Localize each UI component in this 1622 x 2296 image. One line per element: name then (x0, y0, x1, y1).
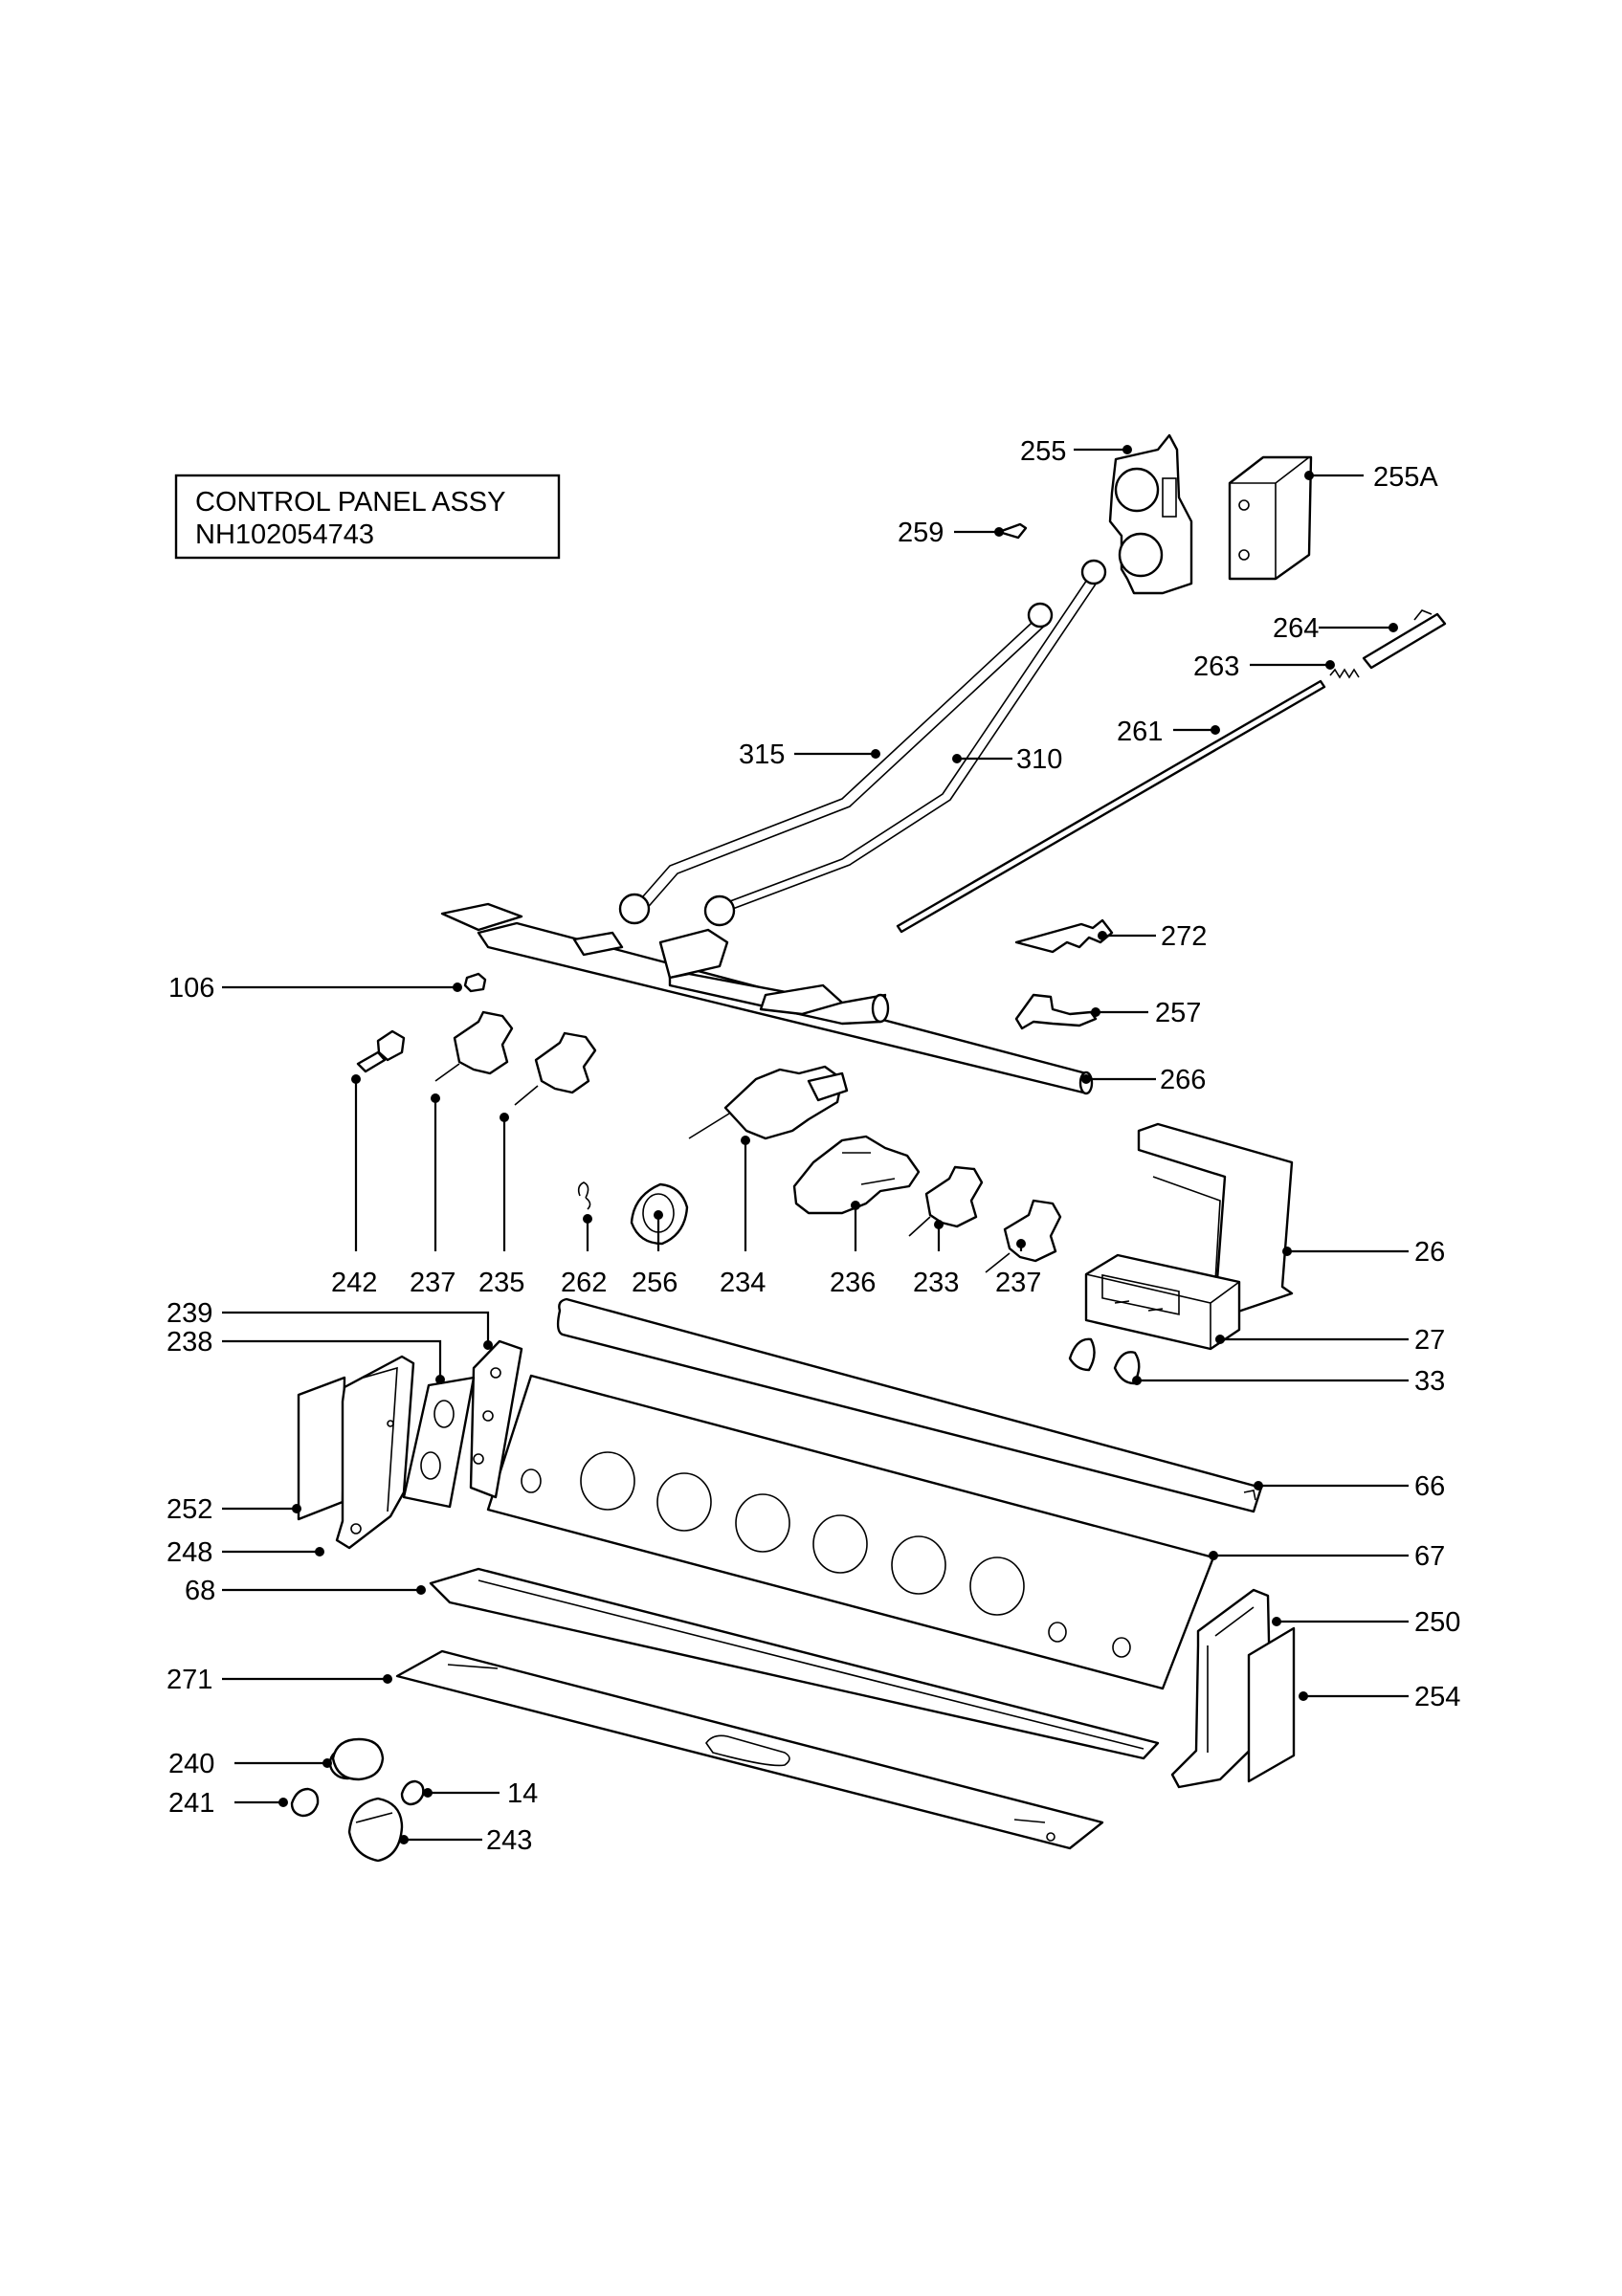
part-261-long-rod (896, 679, 1326, 934)
callout-106: 106 (168, 973, 214, 1004)
part-33-knob-b (1113, 1351, 1141, 1385)
callout-239: 239 (167, 1298, 212, 1329)
part-254-side-plate (1247, 1626, 1296, 1783)
part-67-control-panel (486, 1374, 1215, 1690)
part-255A-box (1228, 455, 1313, 581)
title-line-1: CONTROL PANEL ASSY (195, 487, 505, 518)
part-255-valve-body (1108, 433, 1193, 595)
callout-263: 263 (1193, 651, 1239, 682)
part-243-knob (347, 1797, 404, 1863)
callout-266: 266 (1160, 1065, 1206, 1095)
leaders (222, 445, 1409, 1844)
part-262-hook (577, 1181, 591, 1210)
callout-33: 33 (1414, 1366, 1445, 1397)
part-68-lower-strip (429, 1567, 1160, 1760)
callout-248: 248 (167, 1537, 212, 1568)
part-14-cap (400, 1779, 425, 1806)
callout-27: 27 (1414, 1325, 1445, 1356)
part-257-clip (1014, 993, 1098, 1030)
callout-262: 262 (561, 1268, 607, 1298)
part-266-gas-rail (440, 902, 1094, 1095)
callout-252: 252 (167, 1494, 212, 1525)
callout-238: 238 (167, 1327, 212, 1358)
callout-66: 66 (1414, 1471, 1445, 1502)
part-248-end-bracket (335, 1355, 415, 1550)
part-237-tap-left (434, 1010, 514, 1082)
part-252-side-plate (297, 1376, 346, 1521)
callout-255A: 255A (1373, 462, 1438, 493)
callout-234: 234 (720, 1268, 766, 1298)
part-241-cap (290, 1787, 320, 1818)
callout-241: 241 (168, 1788, 214, 1819)
callout-67: 67 (1414, 1541, 1445, 1572)
callout-233: 233 (913, 1268, 959, 1298)
callout-272: 272 (1161, 921, 1207, 952)
part-235-tap (514, 1031, 597, 1106)
callout-315: 315 (739, 740, 785, 770)
callout-257: 257 (1155, 998, 1201, 1028)
callout-labels: 255 255A 259 264 263 261 315 310 272 257… (167, 436, 1460, 1856)
callout-250: 250 (1414, 1607, 1460, 1638)
callout-14: 14 (507, 1778, 538, 1809)
callout-237-right: 237 (995, 1268, 1041, 1298)
part-315-tube (618, 602, 1054, 925)
callout-26: 26 (1414, 1237, 1445, 1268)
part-250-end-bracket (1170, 1588, 1273, 1789)
part-264-rod (1362, 609, 1447, 670)
title-line-2: NH102054743 (195, 519, 374, 550)
part-66-top-strip (556, 1297, 1263, 1513)
callout-256: 256 (632, 1268, 678, 1298)
callout-261: 261 (1117, 717, 1163, 747)
callout-259: 259 (898, 518, 944, 548)
callout-264: 264 (1273, 613, 1319, 644)
callout-271: 271 (167, 1665, 212, 1695)
part-242-thermocouple (356, 1029, 406, 1073)
part-106-nut (463, 972, 487, 993)
callout-236: 236 (830, 1268, 876, 1298)
callout-310: 310 (1016, 744, 1062, 775)
part-33-knob-a (1068, 1337, 1096, 1372)
callout-255: 255 (1020, 436, 1066, 467)
title-box: CONTROL PANEL ASSY NH102054743 (174, 474, 561, 560)
part-26-bracket (1137, 1122, 1294, 1317)
part-310-tube (703, 559, 1107, 927)
callout-237-left: 237 (410, 1268, 455, 1298)
callout-240: 240 (168, 1749, 214, 1779)
callout-68: 68 (185, 1576, 215, 1606)
part-27-timer (1084, 1253, 1241, 1351)
part-239-plate (469, 1339, 523, 1499)
callout-235: 235 (478, 1268, 524, 1298)
part-271-base-strip (395, 1649, 1104, 1850)
part-272-bracket (1014, 918, 1114, 954)
part-233-tap (908, 1165, 984, 1237)
part-259-pin (997, 522, 1028, 540)
part-238-plate (402, 1376, 476, 1509)
part-234-valve (688, 1065, 849, 1140)
callout-243: 243 (486, 1825, 532, 1856)
callout-242: 242 (331, 1268, 377, 1298)
part-237-tap-right (985, 1199, 1062, 1273)
part-263-spring (1329, 668, 1360, 679)
part-236-valve (792, 1135, 921, 1215)
part-240-knob (328, 1737, 385, 1781)
parts-drawing (290, 433, 1447, 1863)
callout-254: 254 (1414, 1682, 1460, 1712)
